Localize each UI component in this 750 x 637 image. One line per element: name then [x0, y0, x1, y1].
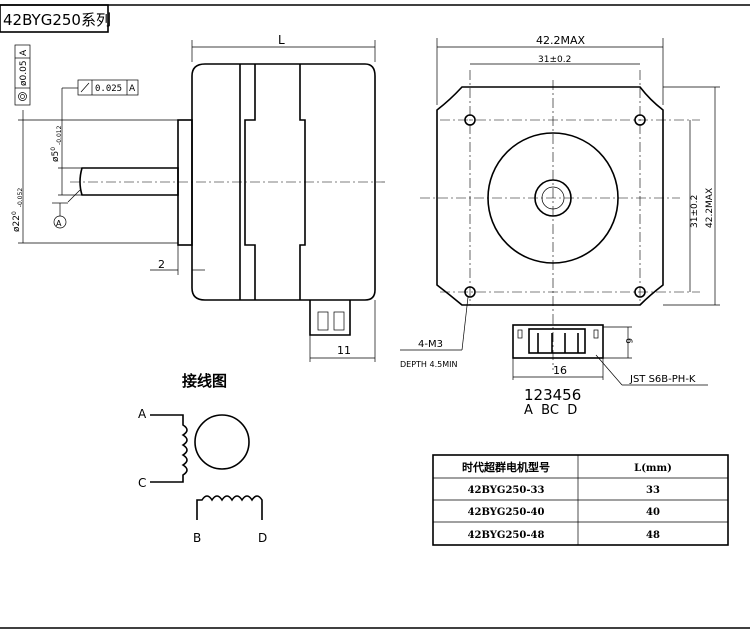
row-model: 42BYG250-48 [468, 530, 545, 541]
height-max-label: 42.2MAX [705, 188, 715, 228]
datum-label: A [56, 219, 62, 228]
wiring-title: 接线图 [182, 372, 227, 390]
wire-label-a: A [138, 407, 147, 421]
concentricity-value: ø0.05 [19, 60, 29, 86]
flange-label: 2 [158, 258, 165, 271]
hole-pitch-v-label: 31±0.2 [690, 195, 700, 228]
row-model: 42BYG250-33 [468, 485, 545, 496]
side-view: L 2 11 ø220-0.052 ø50-0.012 0.025 A [11, 33, 385, 362]
wire-label-b: B [193, 531, 201, 545]
hole-pitch-h-label: 31±0.2 [538, 55, 571, 65]
wire-label-c: C [138, 476, 146, 490]
wiring-diagram: 接线图 A C B D [138, 372, 267, 545]
connector-width-label: 16 [553, 364, 567, 377]
connector-length-label: 11 [337, 344, 351, 357]
row-length: 48 [646, 530, 660, 541]
pin-numbers: 123456 [524, 386, 581, 404]
runout-datum: A [129, 84, 136, 94]
width-max-label: 42.2MAX [536, 34, 586, 47]
pin-letters: A BC D [524, 403, 577, 418]
runout-value: 0.025 [95, 84, 122, 94]
model-table: 时代超群电机型号 L(mm) 42BYG250-33 33 42BYG250-4… [432, 454, 729, 546]
holes-label: 4-M3 [418, 339, 443, 350]
shaft-dia-label: ø50-0.012 [50, 125, 63, 162]
title: 42BYG250系列 [3, 11, 111, 29]
row-length: 40 [646, 507, 660, 518]
row-length: 33 [646, 485, 660, 496]
header-model: 时代超群电机型号 [462, 460, 550, 474]
row-model: 42BYG250-40 [468, 507, 545, 518]
connector-height-label: 6 [623, 338, 633, 344]
concentricity-icon [18, 92, 27, 101]
concentricity-datum: A [19, 49, 29, 56]
front-view: 42.2MAX 31±0.2 31±0.2 42.2MAX 16 6 JST S… [400, 34, 720, 418]
boss-dia-label: ø220-0.052 [11, 188, 24, 232]
runout-icon [80, 82, 90, 93]
header-length: L(mm) [634, 463, 672, 474]
title-box [0, 4, 109, 33]
wire-label-d: D [258, 531, 267, 545]
length-label: L [278, 33, 285, 47]
depth-label: DEPTH 4.5MIN [400, 360, 457, 369]
connector-model-label: JST S6B-PH-K [629, 374, 696, 385]
